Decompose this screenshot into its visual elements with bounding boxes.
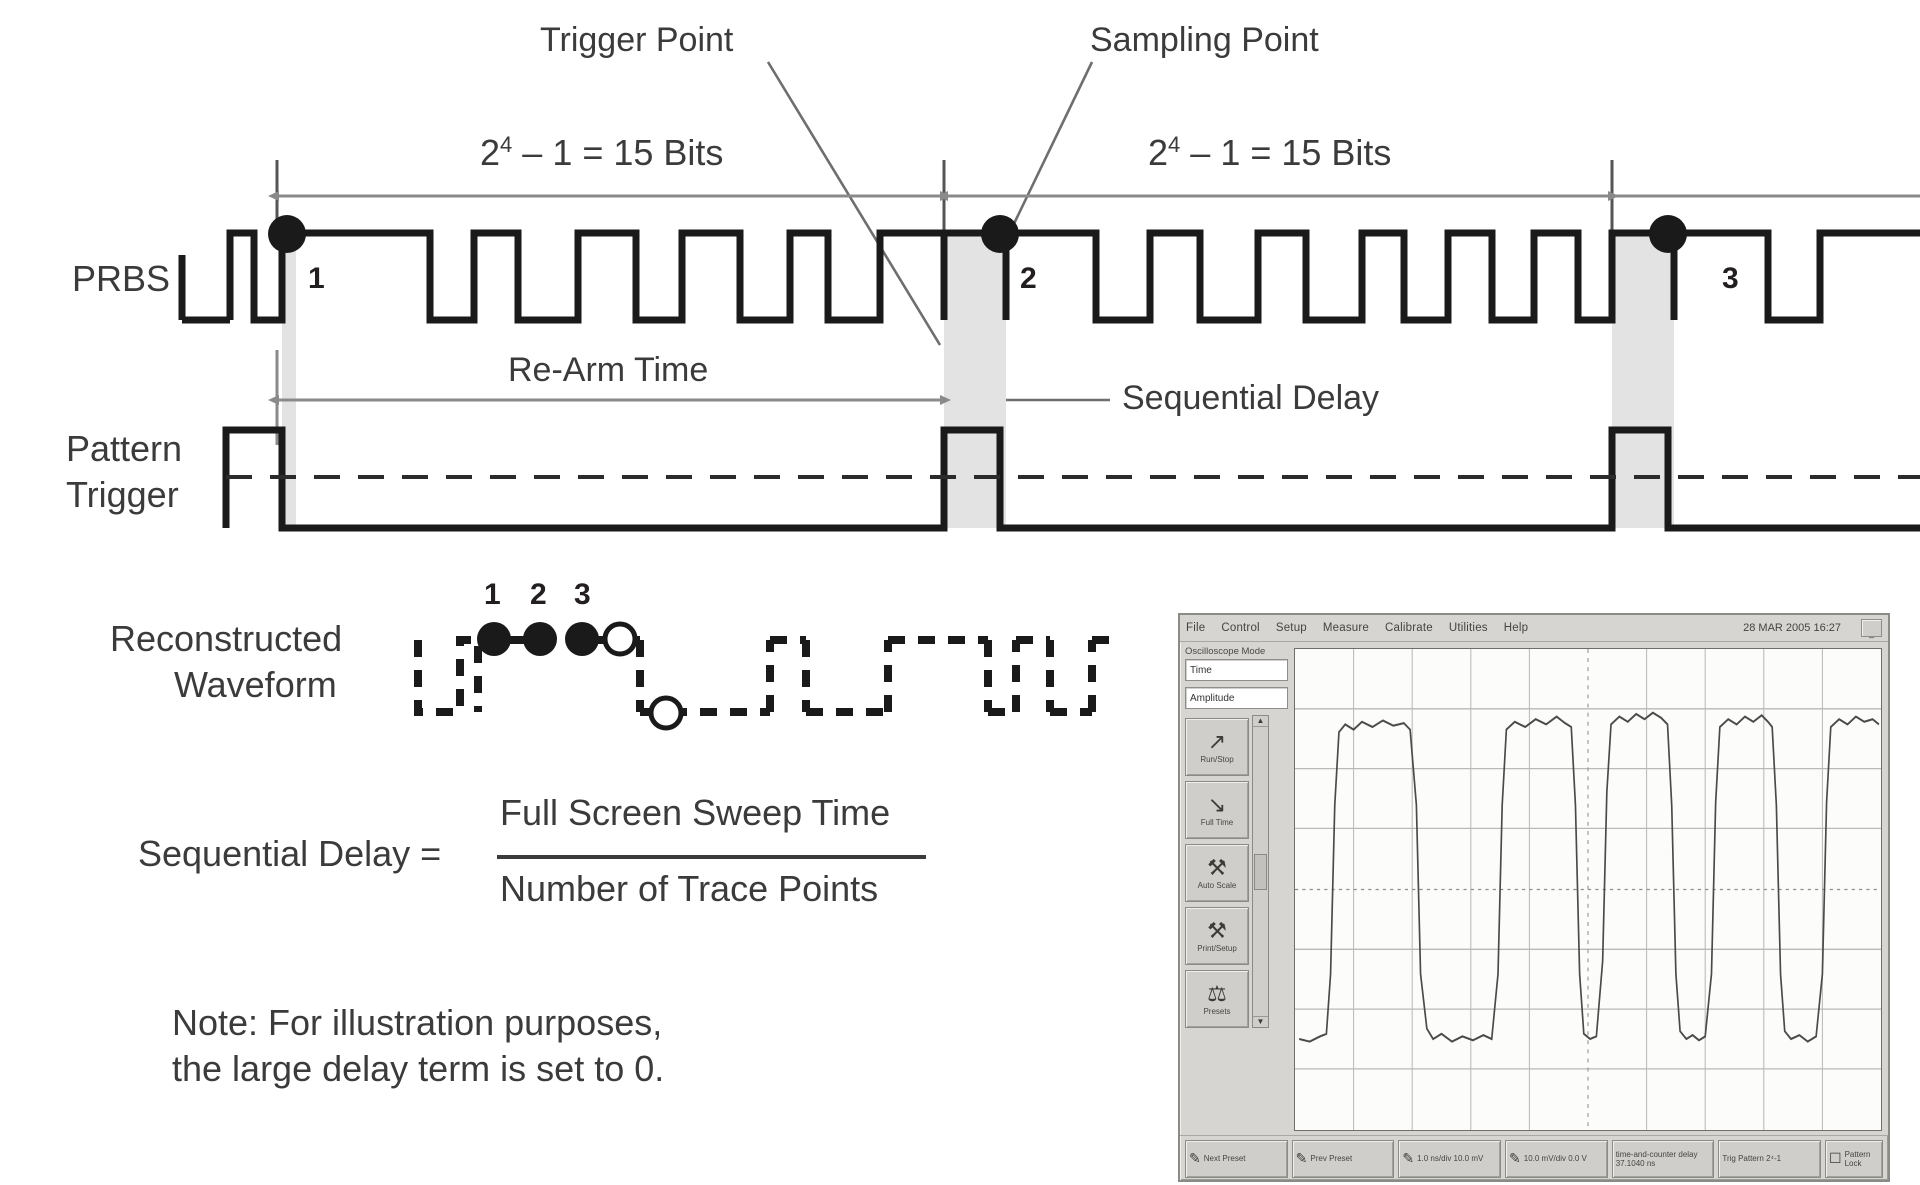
next-preset-icon: ✎ xyxy=(1189,1150,1201,1166)
scope-combo-amplitude[interactable]: Amplitude xyxy=(1185,687,1288,709)
scope-status-pattern-lock[interactable]: ☐ Pattern Lock xyxy=(1825,1139,1884,1178)
note-line-1: Note: For illustration purposes, xyxy=(172,1002,663,1043)
equation-numerator: Full Screen Sweep Time xyxy=(500,792,891,833)
scope-trace xyxy=(1299,711,1880,1043)
scope-menu-setup[interactable]: Setup xyxy=(1275,622,1307,634)
scope-status-pattern-lock-label: Pattern Lock xyxy=(1844,1149,1871,1168)
scope-button-auto-scale[interactable]: ⚒ Auto Scale xyxy=(1185,844,1249,902)
scope-status-timebase-label: 1.0 ns/div 10.0 mV xyxy=(1417,1154,1484,1163)
scrollbar-thumb[interactable] xyxy=(1254,853,1267,890)
scope-button-print-setup[interactable]: ⚒ Print/Setup xyxy=(1185,907,1249,965)
scope-status-amplitude-label: 10.0 mV/div 0.0 V xyxy=(1523,1154,1587,1163)
span-right-base: 2 xyxy=(1148,132,1169,173)
scope-menu-calibrate[interactable]: Calibrate xyxy=(1385,622,1433,634)
scope-status-trig-pattern-label: Trig Pattern 2⁴-1 xyxy=(1722,1154,1782,1163)
minimize-icon[interactable]: _ xyxy=(1861,619,1882,638)
scope-menu-utilities[interactable]: Utilities xyxy=(1448,622,1488,634)
row-label-pattern-trigger-line2: Trigger xyxy=(66,474,179,515)
scope-menu-help[interactable]: Help xyxy=(1503,622,1529,634)
span-left-exponent: 4 xyxy=(500,132,513,157)
scope-button-auto-scale-label: Auto Scale xyxy=(1197,880,1237,890)
scope-button-presets-label: Presets xyxy=(1203,1006,1231,1016)
span-left-base: 2 xyxy=(480,132,501,173)
prev-preset-icon: ✎ xyxy=(1295,1150,1308,1166)
scope-statusbar: ✎ Next Preset ✎ Prev Preset ✎ 1.0 ns/div… xyxy=(1180,1135,1888,1181)
scope-sidebar: Oscilloscope Mode Time Amplitude ↗ Run/S… xyxy=(1180,642,1292,1135)
scope-mode-label: Oscilloscope Mode xyxy=(1185,646,1266,657)
scope-trace-svg xyxy=(1295,649,1881,1130)
scope-sidebar-scrollbar[interactable]: ▲ ▼ xyxy=(1252,715,1269,1028)
prbs-marker-1: 1 xyxy=(308,262,325,295)
wrench-2-icon: ⚒ xyxy=(1207,917,1227,943)
reconstructed-marker-3: 3 xyxy=(574,578,591,611)
scope-button-presets[interactable]: ⚖ Presets xyxy=(1185,970,1249,1028)
scope-combo-time[interactable]: Time xyxy=(1185,659,1288,681)
row-label-reconstructed-line1: Reconstructed xyxy=(110,618,343,659)
callout-re-arm-time: Re-Arm Time xyxy=(508,351,709,389)
scope-button-full-time-label: Full Time xyxy=(1200,817,1234,827)
prbs-marker-3: 3 xyxy=(1722,262,1739,295)
callout-trigger-point: Trigger Point xyxy=(540,21,734,59)
amplitude-icon: ✎ xyxy=(1509,1150,1521,1166)
prbs-sample-dots xyxy=(268,215,1687,253)
scope-status-delay[interactable]: time-and-counter delay 37.1040 ns xyxy=(1611,1139,1715,1178)
callout-sequential-delay: Sequential Delay xyxy=(1122,379,1380,417)
callout-sampling-point: Sampling Point xyxy=(1090,21,1319,59)
scope-menu-file[interactable]: File xyxy=(1186,622,1206,634)
prbs-waveform xyxy=(178,229,1920,324)
graticule-lines xyxy=(1295,649,1881,1130)
pattern-trigger-waveform xyxy=(222,426,1920,532)
prbs-marker-2: 2 xyxy=(1020,262,1037,295)
note-line-2: the large delay term is set to 0. xyxy=(172,1048,665,1089)
scope-status-trig-pattern[interactable]: Trig Pattern 2⁴-1 xyxy=(1718,1139,1822,1178)
oscilloscope-screenshot: File Control Setup Measure Calibrate Uti… xyxy=(1178,613,1890,1182)
scope-status-amplitude[interactable]: ✎ 10.0 mV/div 0.0 V xyxy=(1505,1139,1608,1178)
scope-button-column: ↗ Run/Stop ↘ Full Time ⚒ Auto Scale ⚒ xyxy=(1185,718,1249,1028)
span-label-right: 24 – 1 = 15 Bits xyxy=(1148,132,1391,174)
scope-cursors xyxy=(1295,649,1881,1130)
span-right-exponent: 4 xyxy=(1168,132,1181,157)
sequential-delay-shading xyxy=(282,233,1674,528)
timebase-icon: ✎ xyxy=(1402,1150,1415,1166)
reconstructed-waveform xyxy=(414,636,1120,716)
wrench-icon: ⚒ xyxy=(1207,854,1227,880)
scope-button-print-setup-label: Print/Setup xyxy=(1197,943,1237,953)
full-time-icon: ↘ xyxy=(1207,791,1227,817)
span-label-left: 24 – 1 = 15 Bits xyxy=(480,132,723,174)
scope-titlebar: File Control Setup Measure Calibrate Uti… xyxy=(1180,615,1888,642)
scope-status-prev-preset-label: Prev Preset xyxy=(1310,1154,1353,1163)
reconstructed-marker-2: 2 xyxy=(530,578,547,611)
scope-button-run-stop[interactable]: ↗ Run/Stop xyxy=(1185,718,1249,776)
row-label-prbs: PRBS xyxy=(72,258,171,299)
scope-button-run-stop-label: Run/Stop xyxy=(1200,754,1234,764)
span-left-rest: – 1 = 15 Bits xyxy=(522,132,724,173)
scroll-up-icon[interactable]: ▲ xyxy=(1253,716,1268,727)
row-label-pattern-trigger-line1: Pattern xyxy=(66,428,183,469)
scope-status-prev-preset[interactable]: ✎ Prev Preset xyxy=(1291,1139,1395,1178)
scope-button-full-time[interactable]: ↘ Full Time xyxy=(1185,781,1249,839)
equation-lhs: Sequential Delay = xyxy=(138,833,442,874)
reconstructed-sample-markers xyxy=(477,621,684,731)
scope-status-timebase[interactable]: ✎ 1.0 ns/div 10.0 mV xyxy=(1398,1139,1502,1178)
scope-menu-control[interactable]: Control xyxy=(1221,622,1260,634)
scope-clock: 28 MAR 2005 16:27 xyxy=(1743,622,1841,634)
equation-denominator: Number of Trace Points xyxy=(500,868,879,909)
checkbox-icon[interactable]: ☐ xyxy=(1829,1150,1842,1166)
row-label-reconstructed-line2: Waveform xyxy=(174,664,337,705)
scope-graticule[interactable] xyxy=(1294,648,1882,1131)
scope-body: Oscilloscope Mode Time Amplitude ↗ Run/S… xyxy=(1180,642,1888,1135)
scope-menu-measure[interactable]: Measure xyxy=(1322,622,1370,634)
span-right-rest: – 1 = 15 Bits xyxy=(1190,132,1392,173)
scope-status-delay-label: time-and-counter delay 37.1040 ns xyxy=(1615,1149,1698,1168)
scope-graticule-wrap xyxy=(1292,642,1888,1135)
run-stop-icon: ↗ xyxy=(1207,728,1227,754)
reconstructed-marker-1: 1 xyxy=(484,578,501,611)
scope-status-next-preset[interactable]: ✎ Next Preset xyxy=(1185,1139,1288,1178)
scope-status-next-preset-label: Next Preset xyxy=(1203,1154,1246,1163)
presets-icon: ⚖ xyxy=(1207,980,1227,1006)
scroll-down-icon[interactable]: ▼ xyxy=(1253,1016,1268,1027)
